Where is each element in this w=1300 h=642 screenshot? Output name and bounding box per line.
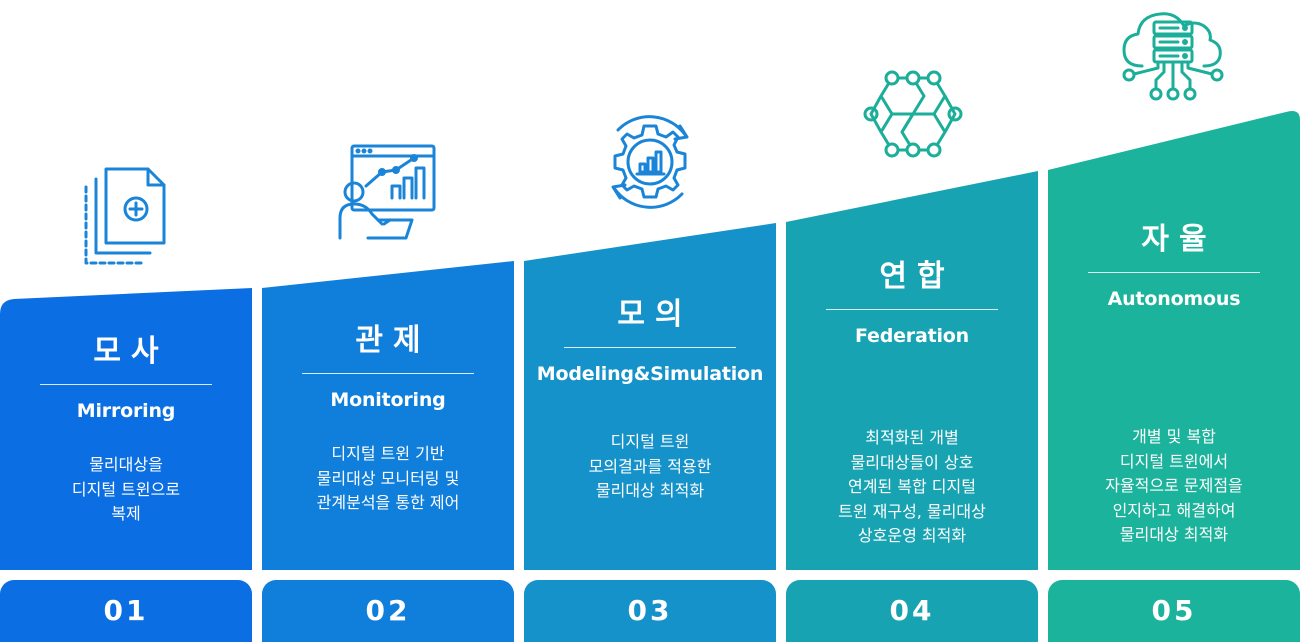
- panel-shape: [262, 261, 514, 570]
- description-line: 인지하고 해결하여: [1112, 500, 1236, 520]
- stage-number-badge: 01: [0, 580, 252, 642]
- stage-modeling-simulation: 모의 Modeling&Simulation 디지털 트윈 모의결과를 적용한 …: [524, 0, 776, 642]
- divider-line: [1088, 272, 1260, 273]
- stage-description: 개별 및 복합 디지털 트윈에서 자율적으로 문제점을 인지하고 해결하여 물리…: [1048, 425, 1300, 548]
- stage-panel: 자율 Autonomous 개별 및 복합 디지털 트윈에서 자율적으로 문제점…: [1048, 108, 1300, 570]
- description-line: 디지털 트윈에서: [1119, 451, 1229, 471]
- stage-title-ko: 연합: [879, 259, 955, 294]
- panel-shape: [1048, 111, 1300, 570]
- stage-number-badge: 03: [524, 580, 776, 642]
- stage-autonomous: 자율 Autonomous 개별 및 복합 디지털 트윈에서 자율적으로 문제점…: [1048, 0, 1300, 642]
- gear-chart-cycle-icon: [596, 108, 704, 220]
- stage-title-en: Mirroring: [76, 400, 176, 422]
- description-line: 물리대상들이 상호: [850, 452, 974, 472]
- stage-title-en: Monitoring: [330, 389, 446, 411]
- stage-description: 디지털 트윈 기반 물리대상 모니터링 및 관계분석을 통한 제어: [262, 442, 514, 516]
- description-line: 개별 및 복합: [1132, 427, 1216, 446]
- panel-shape: [524, 223, 776, 570]
- description-line: 최적화된 개별: [865, 428, 959, 447]
- stage-number-badge: 05: [1048, 580, 1300, 642]
- stage-title-en: Autonomous: [1107, 288, 1241, 310]
- stage-panel: 모의 Modeling&Simulation 디지털 트윈 모의결과를 적용한 …: [524, 223, 776, 570]
- description-line: 연계된 복합 디지털: [848, 477, 976, 496]
- stage-federation: 연합 Federation 최적화된 개별 물리대상들이 상호 연계된 복합 디…: [786, 0, 1038, 642]
- stage-title-ko: 모사: [93, 334, 169, 369]
- panel-shape: [0, 288, 252, 570]
- stage-title-ko: 관제: [355, 323, 431, 358]
- stage-title-en: Modeling&Simulation: [536, 363, 764, 385]
- description-line: 물리대상 모니터링 및: [316, 468, 460, 488]
- stage-title-ko: 모의: [617, 297, 693, 332]
- description-line: 모의결과를 적용한: [588, 456, 712, 476]
- description-line: 디지털 트윈으로: [71, 479, 181, 499]
- description-line: 물리대상 최적화: [595, 481, 705, 500]
- stage-description: 최적화된 개별 물리대상들이 상호 연계된 복합 디지털 트윈 재구성, 물리대…: [786, 426, 1038, 549]
- stage-description: 물리대상을 디지털 트윈으로 복제: [0, 453, 252, 527]
- description-line: 상호운영 최적화: [857, 526, 967, 545]
- copy-documents-icon: [80, 165, 172, 275]
- description-line: 물리대상 최적화: [1119, 525, 1229, 544]
- divider-line: [40, 384, 212, 385]
- description-line: 자율적으로 문제점을: [1105, 476, 1243, 495]
- stage-description: 디지털 트윈 모의결과를 적용한 물리대상 최적화: [524, 430, 776, 504]
- panel-shape: [786, 171, 1038, 570]
- divider-line: [826, 309, 998, 310]
- description-line: 관계분석을 통한 제어: [316, 493, 460, 512]
- divider-line: [302, 373, 474, 374]
- description-line: 복제: [111, 504, 141, 523]
- stage-panel: 연합 Federation 최적화된 개별 물리대상들이 상호 연계된 복합 디…: [786, 171, 1038, 570]
- divider-line: [564, 347, 736, 348]
- monitoring-analyst-icon: [338, 142, 438, 246]
- stage-title-en: Federation: [855, 325, 969, 347]
- stage-mirroring: 모사 Mirroring 물리대상을 디지털 트윈으로 복제 01: [0, 0, 252, 642]
- cloud-server-icon: [1120, 8, 1226, 108]
- description-line: 물리대상을: [89, 455, 163, 474]
- description-line: 디지털 트윈: [610, 432, 690, 451]
- description-line: 트윈 재구성, 물리대상: [838, 501, 986, 521]
- stage-number-badge: 02: [262, 580, 514, 642]
- stage-panel: 모사 Mirroring 물리대상을 디지털 트윈으로 복제: [0, 288, 252, 570]
- stage-title-ko: 자율: [1141, 222, 1217, 257]
- stage-panel: 관제 Monitoring 디지털 트윈 기반 물리대상 모니터링 및 관계분석…: [262, 261, 514, 570]
- stage-monitoring: 관제 Monitoring 디지털 트윈 기반 물리대상 모니터링 및 관계분석…: [262, 0, 514, 642]
- hexagon-network-icon: [860, 70, 966, 174]
- stage-number-badge: 04: [786, 580, 1038, 642]
- description-line: 디지털 트윈 기반: [331, 444, 445, 463]
